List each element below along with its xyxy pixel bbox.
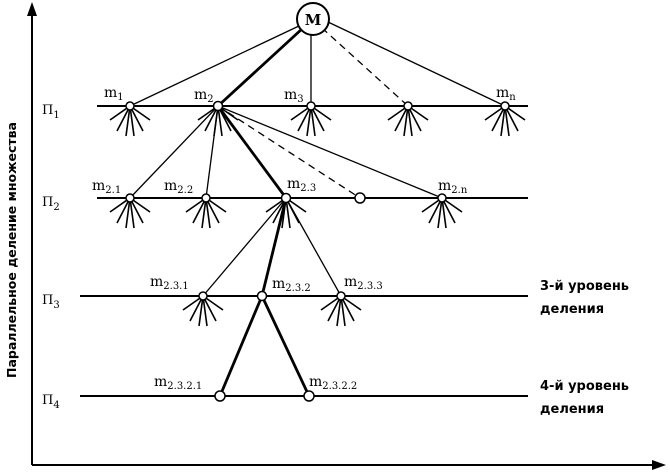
node-m-dashed-1 [403, 101, 413, 111]
fan-stroke [129, 105, 135, 137]
edge-m23-m232 [260, 197, 288, 297]
node-m23 [280, 192, 292, 204]
fan-stroke [201, 197, 207, 229]
fan-stroke [202, 295, 208, 327]
label-m232: m2.3.2 [272, 276, 311, 294]
fan-stroke [310, 105, 316, 137]
note-level4-line1: 4-й уровень [540, 379, 629, 394]
node-m2n [437, 193, 447, 203]
node-m2 [212, 100, 224, 112]
label-m22: m2.2 [164, 178, 193, 196]
fan-stroke [125, 105, 131, 137]
level-label-1: П1 [42, 103, 60, 121]
node-m-dashed-2 [354, 192, 366, 204]
fan-stroke [198, 295, 204, 327]
fan-stroke [437, 197, 443, 229]
fan-stroke [336, 295, 342, 327]
label-m23: m2.3 [287, 176, 316, 194]
label-m233: m2.3.3 [344, 274, 383, 292]
level-label-4: П4 [42, 393, 60, 411]
edge-m232-m2321 [218, 295, 264, 397]
fan-stroke [500, 105, 506, 137]
edge-m232-m2322 [260, 295, 311, 397]
edge-M-m2 [217, 26, 304, 108]
label-m2321: m2.3.2.1 [154, 374, 202, 392]
note-level3-line2: деления [540, 302, 604, 317]
node-m233 [336, 291, 346, 301]
label-m3: m3 [284, 87, 304, 105]
edge-m2-m2n [217, 105, 443, 199]
label-mn: mn [496, 85, 516, 103]
label-m2322: m2.3.2.2 [309, 374, 357, 392]
level-label-2: П2 [42, 195, 60, 213]
level-labels: П1 П2 П3 П4 [42, 103, 60, 411]
root-label: M [305, 11, 322, 29]
node-m231 [198, 291, 208, 301]
fan-stroke [504, 105, 510, 137]
label-m21: m2.1 [92, 178, 121, 196]
y-axis-label: Параллельное деление множества [4, 122, 19, 378]
edge-m23-m231 [202, 197, 287, 297]
note-level4-line2: деления [540, 402, 604, 417]
edge-m2-dashed [217, 105, 361, 199]
label-m1: m1 [104, 85, 124, 103]
label-m2: m2 [194, 87, 214, 105]
node-circles [125, 100, 510, 402]
root-circle [296, 2, 330, 36]
fan-stroke [129, 197, 135, 229]
y-axis-arrow [27, 2, 37, 16]
node-m3 [306, 101, 316, 111]
node-mn [500, 101, 510, 111]
fan-stroke [403, 105, 409, 137]
x-axis-arrow [652, 460, 666, 470]
fan-stroke [340, 295, 346, 327]
edge-M-mn [327, 21, 506, 107]
fan-stroke [407, 105, 413, 137]
axes [27, 2, 666, 470]
node-m232 [256, 290, 268, 302]
root-node: M [296, 2, 330, 36]
fan-stroke [205, 197, 211, 229]
node-m1 [125, 101, 135, 111]
level-lines [80, 105, 528, 397]
node-m2322 [303, 390, 315, 402]
node-fans [109, 105, 526, 327]
label-m2n: m2.n [438, 178, 468, 196]
node-m2321 [214, 390, 226, 402]
edge-M-dashed [321, 27, 409, 107]
fan-stroke [306, 105, 312, 137]
level-label-3: П3 [42, 293, 60, 311]
node-labels: m1 m2 m3 mn m2.1 m2.2 m2.3 m2.n m2.3.1 m… [92, 85, 516, 392]
note-level3-line1: 3-й уровень [540, 279, 629, 294]
level-notes: 3-й уровень деления 4-й уровень деления [540, 279, 629, 417]
edges [129, 21, 506, 397]
node-m21 [125, 193, 135, 203]
edge-m2-m23 [216, 105, 288, 199]
fan-stroke [441, 197, 447, 229]
fan-stroke [125, 197, 131, 229]
edge-M-m1 [129, 24, 302, 107]
edge-m2-m21 [129, 105, 219, 199]
node-m22 [201, 193, 211, 203]
label-m231: m2.3.1 [150, 274, 189, 292]
